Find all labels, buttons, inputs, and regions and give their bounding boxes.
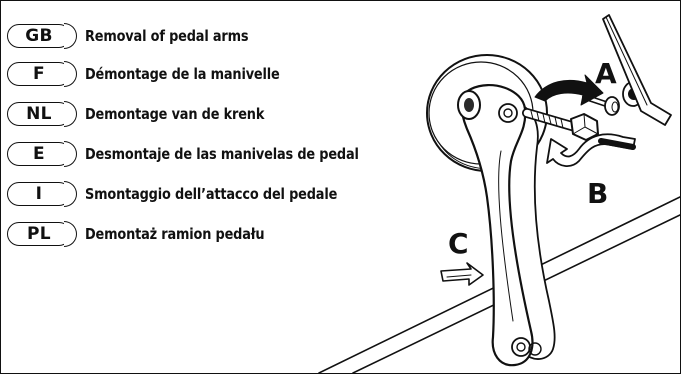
language-text: Demontage van de krenk: [85, 105, 265, 123]
language-badge: GB: [7, 23, 77, 49]
language-text: Smontaggio dell’attacco del pedale: [85, 185, 338, 203]
language-row-gb: GB Removal of pedal arms: [7, 23, 275, 49]
language-code: PL: [27, 224, 51, 244]
arrow-c: [440, 262, 484, 286]
label-b: B: [587, 177, 608, 210]
crank-bolt: [522, 108, 599, 141]
language-code: NL: [26, 104, 52, 124]
allen-key: [602, 14, 672, 126]
language-text: Demontaż ramion pedału: [85, 225, 265, 243]
back-crank-arm: [505, 100, 556, 360]
language-text: Removal of pedal arms: [85, 27, 249, 45]
language-row-nl: NL Demontage van de krenk: [7, 101, 293, 127]
language-code: GB: [25, 26, 53, 46]
arrow-a: [534, 74, 604, 106]
label-c: C: [448, 227, 469, 260]
arrow-b: [546, 133, 636, 167]
language-row-i: I Smontaggio dell’attacco del pedale: [7, 181, 378, 207]
front-crank-arm: [460, 84, 542, 367]
language-code: F: [33, 64, 45, 84]
language-badge: PL: [7, 221, 77, 247]
language-text: Démontage de la manivelle: [85, 65, 280, 83]
label-a: A: [595, 57, 617, 90]
language-row-pl: PL Demontaż ramion pedału: [7, 221, 294, 247]
language-row-f: F Démontage de la manivelle: [7, 61, 311, 87]
language-text: Desmontaje de las manivelas de pedal: [85, 145, 359, 163]
language-row-e: E Desmontaje de las manivelas de pedal: [7, 141, 403, 167]
spindle: [457, 90, 481, 120]
language-code: E: [33, 144, 45, 164]
language-code: I: [35, 184, 43, 204]
